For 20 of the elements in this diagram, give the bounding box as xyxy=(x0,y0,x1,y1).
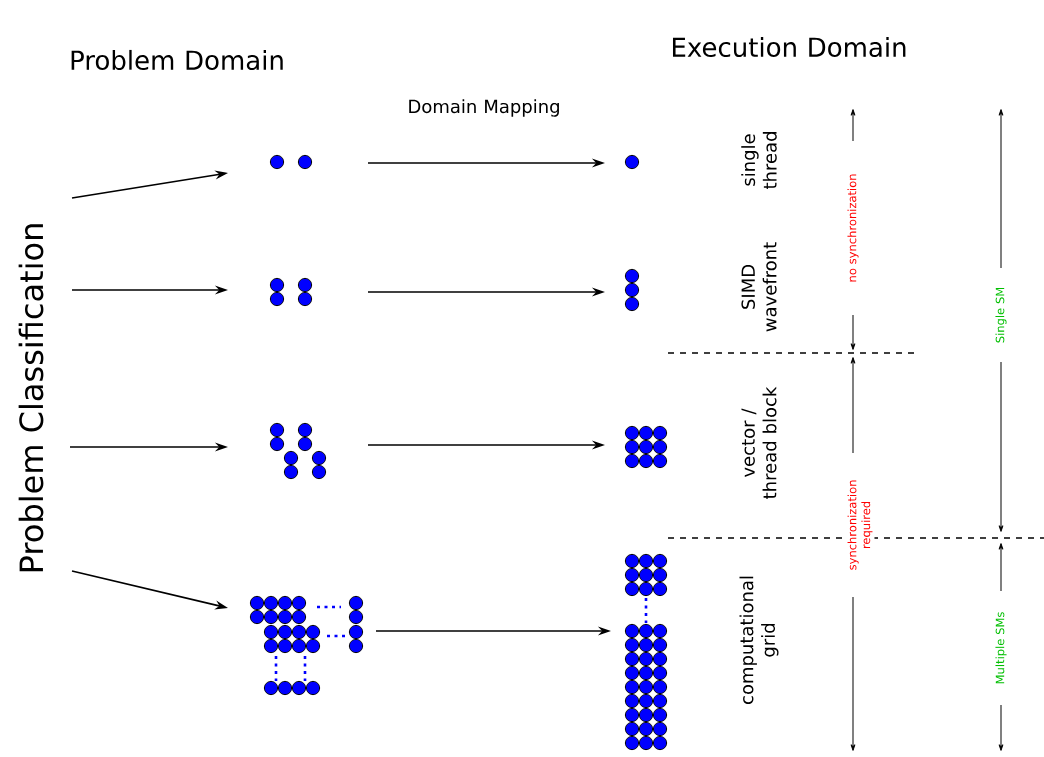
range-label: Multiple SMs xyxy=(993,591,1009,705)
column-heading: Problem Domain xyxy=(71,49,283,71)
dot-cluster xyxy=(624,425,668,469)
level-label: single thread xyxy=(741,132,777,189)
dot-cluster xyxy=(249,595,364,696)
dot-cluster xyxy=(624,154,640,170)
level-label: vector / thread block xyxy=(741,386,777,499)
dot-cluster xyxy=(624,268,640,312)
level-label: SIMD wavefront xyxy=(741,242,777,332)
range-label: no synchronization xyxy=(845,141,861,315)
dot-cluster xyxy=(624,553,668,751)
level-label: computational grid xyxy=(739,576,779,704)
column-heading: Domain Mapping xyxy=(409,99,559,117)
column-heading: Execution Domain xyxy=(673,36,906,58)
dot-cluster xyxy=(269,154,313,170)
range-label: synchronization required xyxy=(845,453,875,597)
range-label: Single SM xyxy=(993,268,1009,362)
dot-cluster xyxy=(269,422,327,480)
rotated-heading: Problem Classification xyxy=(18,224,44,572)
dot-cluster xyxy=(269,277,313,307)
